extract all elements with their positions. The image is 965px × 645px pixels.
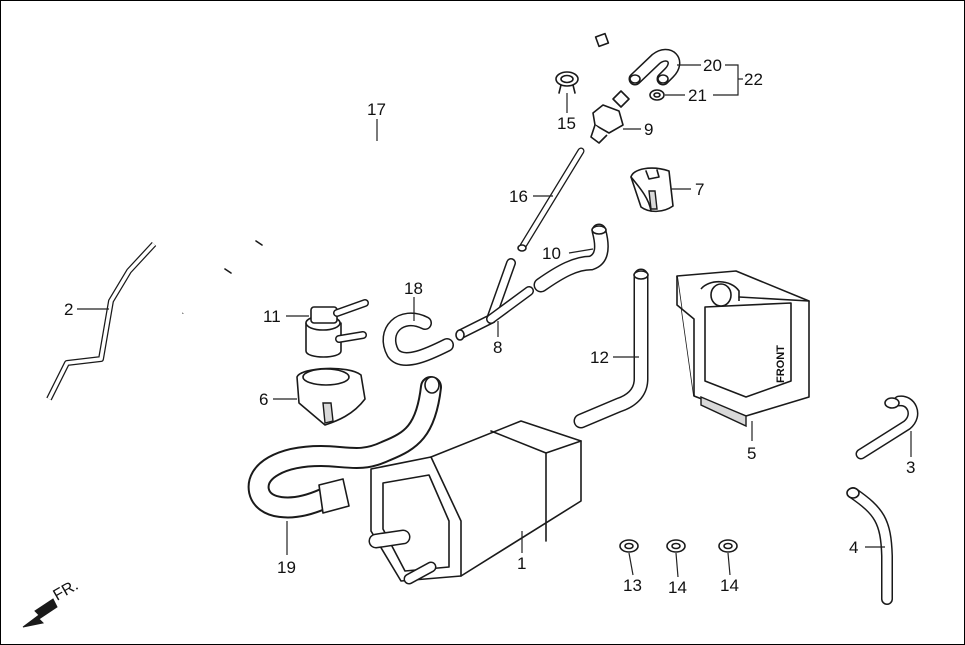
part-14b-clip [718,539,738,553]
part-3-bent-hose [855,395,919,460]
callout-9: 9 [644,120,653,139]
callout-14b: 14 [720,576,739,595]
part-20-elbow-hose [628,48,681,86]
callout-18: 18 [404,279,423,298]
callout-11: 11 [263,307,281,326]
part-10-hose [533,223,609,293]
arrow-down-left-icon [22,598,58,628]
callout-2: 2 [64,300,73,319]
callout-14a: 14 [668,578,687,597]
callout-16: 16 [509,187,528,206]
callout-19: 19 [277,558,296,577]
part-16-tube [517,147,585,252]
direction-label: FR. [51,577,82,605]
callout-5: 5 [747,444,756,463]
part-9-inline-filter [590,90,630,144]
part-21-clip [649,89,665,101]
part-6-mount-bracket [296,367,366,426]
callout-1: 1 [517,554,526,573]
callout-3: 3 [906,458,915,477]
direction-indicator: FR. [22,577,82,628]
callout-20: 20 [703,56,722,75]
callout-8: 8 [493,338,502,357]
part-8-y-connector [455,258,534,341]
callout-15: 15 [557,114,576,133]
part-11-valve [305,299,369,358]
part-1-canister [368,420,582,585]
part-7-bracket [630,167,674,213]
callout-4: 4 [849,538,858,557]
callout-13: 13 [623,576,642,595]
part-15-clip [555,71,579,94]
part-2-bent-pipe [46,241,157,401]
leader-lines [77,64,912,578]
part-19-molded-hose [247,376,442,519]
part-13-clip [619,539,639,553]
callout-10: 10 [542,244,561,263]
callout-17: 17 [367,100,386,119]
callout-21: 21 [688,86,707,105]
callout-7: 7 [695,180,704,199]
callout-6: 6 [259,390,268,409]
front-label: FRONT [775,345,787,383]
callout-22: 22 [744,70,763,89]
part-5-housing: FRONT [676,270,810,428]
part-18-u-hose [382,312,454,366]
callout-12: 12 [590,348,609,367]
part-12-hose [573,268,649,429]
part-17-long-tube [180,32,610,315]
part-14a-clip [666,539,686,553]
part-4-curved-hose [846,487,893,605]
callout-labels: 2 17 15 20 21 22 9 7 16 10 11 18 8 12 6 … [64,56,915,597]
